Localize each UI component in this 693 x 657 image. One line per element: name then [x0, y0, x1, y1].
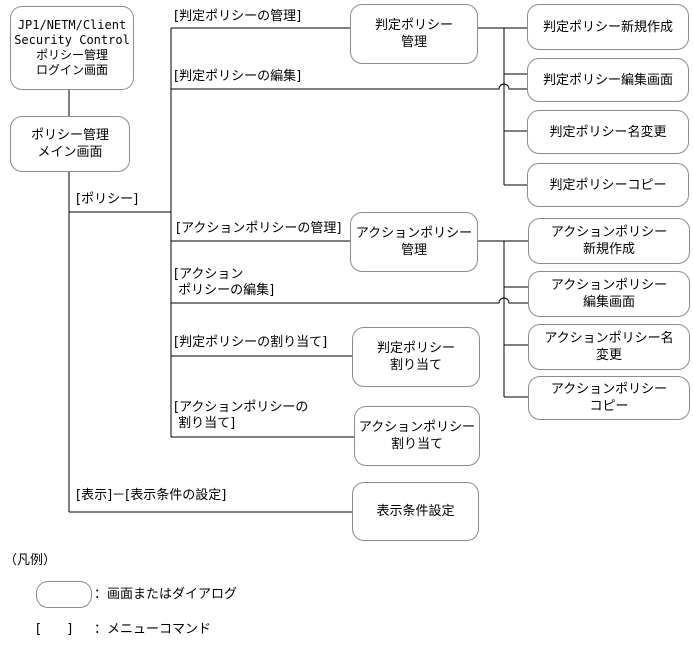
legend-menu-brackets: [ ] — [36, 622, 73, 637]
menu-display-settings: [表示]－[表示条件の設定] — [76, 488, 227, 503]
node-action-policy-edit: アクションポリシー 編集画面 — [528, 271, 690, 317]
node-action-policy-new: アクションポリシー 新規作成 — [528, 218, 690, 264]
legend-title: （凡例） — [4, 553, 57, 568]
node-display-settings: 表示条件設定 — [352, 482, 479, 541]
node-judge-policy-mgmt: 判定ポリシー 管理 — [350, 4, 478, 64]
node-action-policy-rename: アクションポリシー名 変更 — [528, 324, 690, 370]
node-action-policy-copy: アクションポリシー コピー — [528, 376, 690, 420]
node-judge-policy-copy: 判定ポリシーコピー — [527, 163, 689, 207]
legend-screen-text: ：画面またはダイアログ — [94, 587, 238, 602]
node-action-policy-mgmt: アクションポリシー 管理 — [350, 212, 478, 272]
node-judge-policy-assign: 判定ポリシー 割り当て — [352, 327, 480, 387]
node-judge-policy-rename: 判定ポリシー名変更 — [527, 110, 689, 154]
menu-judge-policy-mgmt: [判定ポリシーの管理] — [174, 9, 302, 24]
node-login-screen: JP1/NETM/Client Security Control ポリシー管理 … — [10, 6, 134, 90]
node-action-policy-assign: アクションポリシー 割り当て — [354, 406, 480, 466]
node-judge-policy-edit: 判定ポリシー編集画面 — [527, 58, 689, 102]
menu-judge-policy-edit: [判定ポリシーの編集] — [174, 69, 302, 84]
node-judge-policy-new: 判定ポリシー新規作成 — [527, 4, 689, 50]
legend-menu-text: ：メニューコマンド — [94, 622, 212, 637]
menu-action-policy-mgmt: [アクションポリシーの管理] — [176, 221, 342, 236]
menu-policy: [ポリシー] — [76, 192, 139, 207]
node-main-screen: ポリシー管理 メイン画面 — [10, 116, 130, 172]
menu-judge-policy-assign: [判定ポリシーの割り当て] — [174, 335, 328, 350]
menu-action-policy-assign: [アクションポリシーの 割り当て] — [174, 400, 309, 431]
menu-action-policy-edit: [アクション ポリシーの編集] — [174, 267, 275, 298]
legend-screen-box — [36, 581, 92, 608]
